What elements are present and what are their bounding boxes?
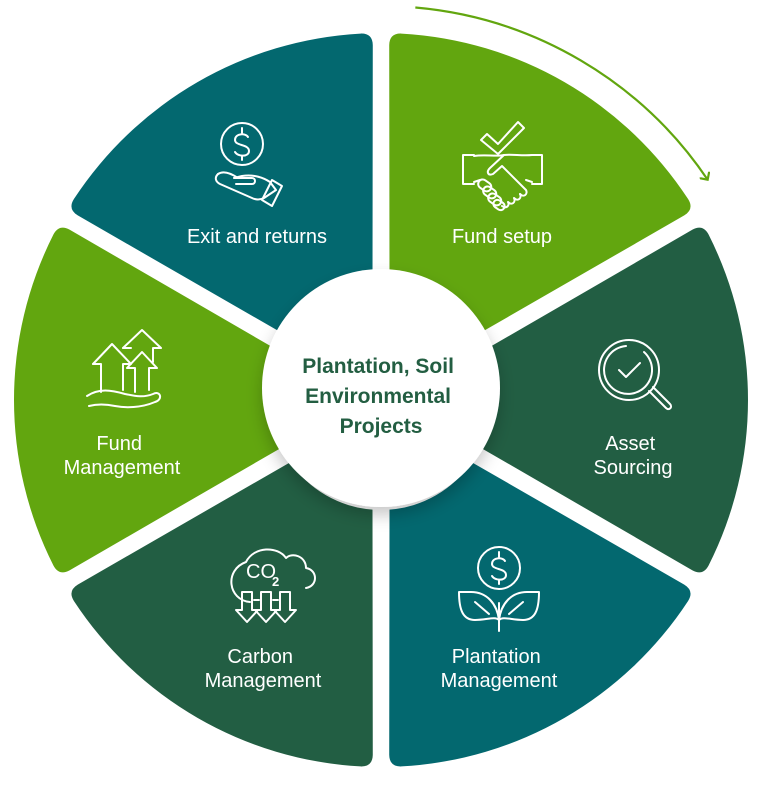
center-title-line: Plantation, Soil	[302, 355, 454, 378]
center-title-line: Environmental	[305, 385, 451, 408]
label-line: Sourcing	[594, 457, 673, 479]
segment-plantation-management[interactable]	[389, 462, 691, 767]
center-circle	[262, 269, 500, 507]
co2-cloud-icon: CO 2	[230, 548, 316, 623]
label-line: Plantation	[452, 646, 541, 668]
svg-text:2: 2	[272, 574, 279, 589]
label-asset-sourcing: Asset Sourcing	[594, 433, 673, 479]
label-line: Management	[205, 670, 322, 692]
label-carbon-management: Carbon Management	[205, 646, 322, 692]
center-title-line: Projects	[340, 415, 423, 438]
segment-labels: Fund setup Asset Sourcing Plantation Man…	[64, 226, 673, 692]
label-line: Exit and returns	[187, 226, 327, 248]
segments	[14, 33, 748, 767]
label-line: Carbon	[227, 646, 293, 668]
coin-hand-icon	[214, 122, 283, 207]
growth-arrows-hand-icon	[86, 329, 162, 409]
segment-carbon-management[interactable]	[71, 462, 373, 767]
handshake-check-icon	[462, 121, 543, 212]
label-fund-management: Fund Management	[64, 433, 181, 479]
label-line: Fund	[96, 433, 142, 455]
center-title: Plantation, Soil Environmental Projects	[302, 355, 460, 438]
segment-fund-setup[interactable]	[389, 33, 691, 338]
label-line: Asset	[605, 433, 655, 455]
label-exit-and-returns: Exit and returns	[187, 226, 327, 248]
label-plantation-management: Plantation Management	[441, 646, 558, 692]
segment-fund-management[interactable]	[14, 227, 282, 573]
label-line: Management	[64, 457, 181, 479]
label-line: Fund setup	[452, 226, 552, 248]
label-line: Management	[441, 670, 558, 692]
plant-coin-icon	[458, 546, 540, 632]
label-fund-setup: Fund setup	[452, 226, 552, 248]
magnifier-check-icon	[598, 339, 673, 411]
svg-text:CO: CO	[246, 561, 276, 583]
segment-asset-sourcing[interactable]	[480, 227, 748, 573]
flow-arrow	[415, 6, 707, 179]
